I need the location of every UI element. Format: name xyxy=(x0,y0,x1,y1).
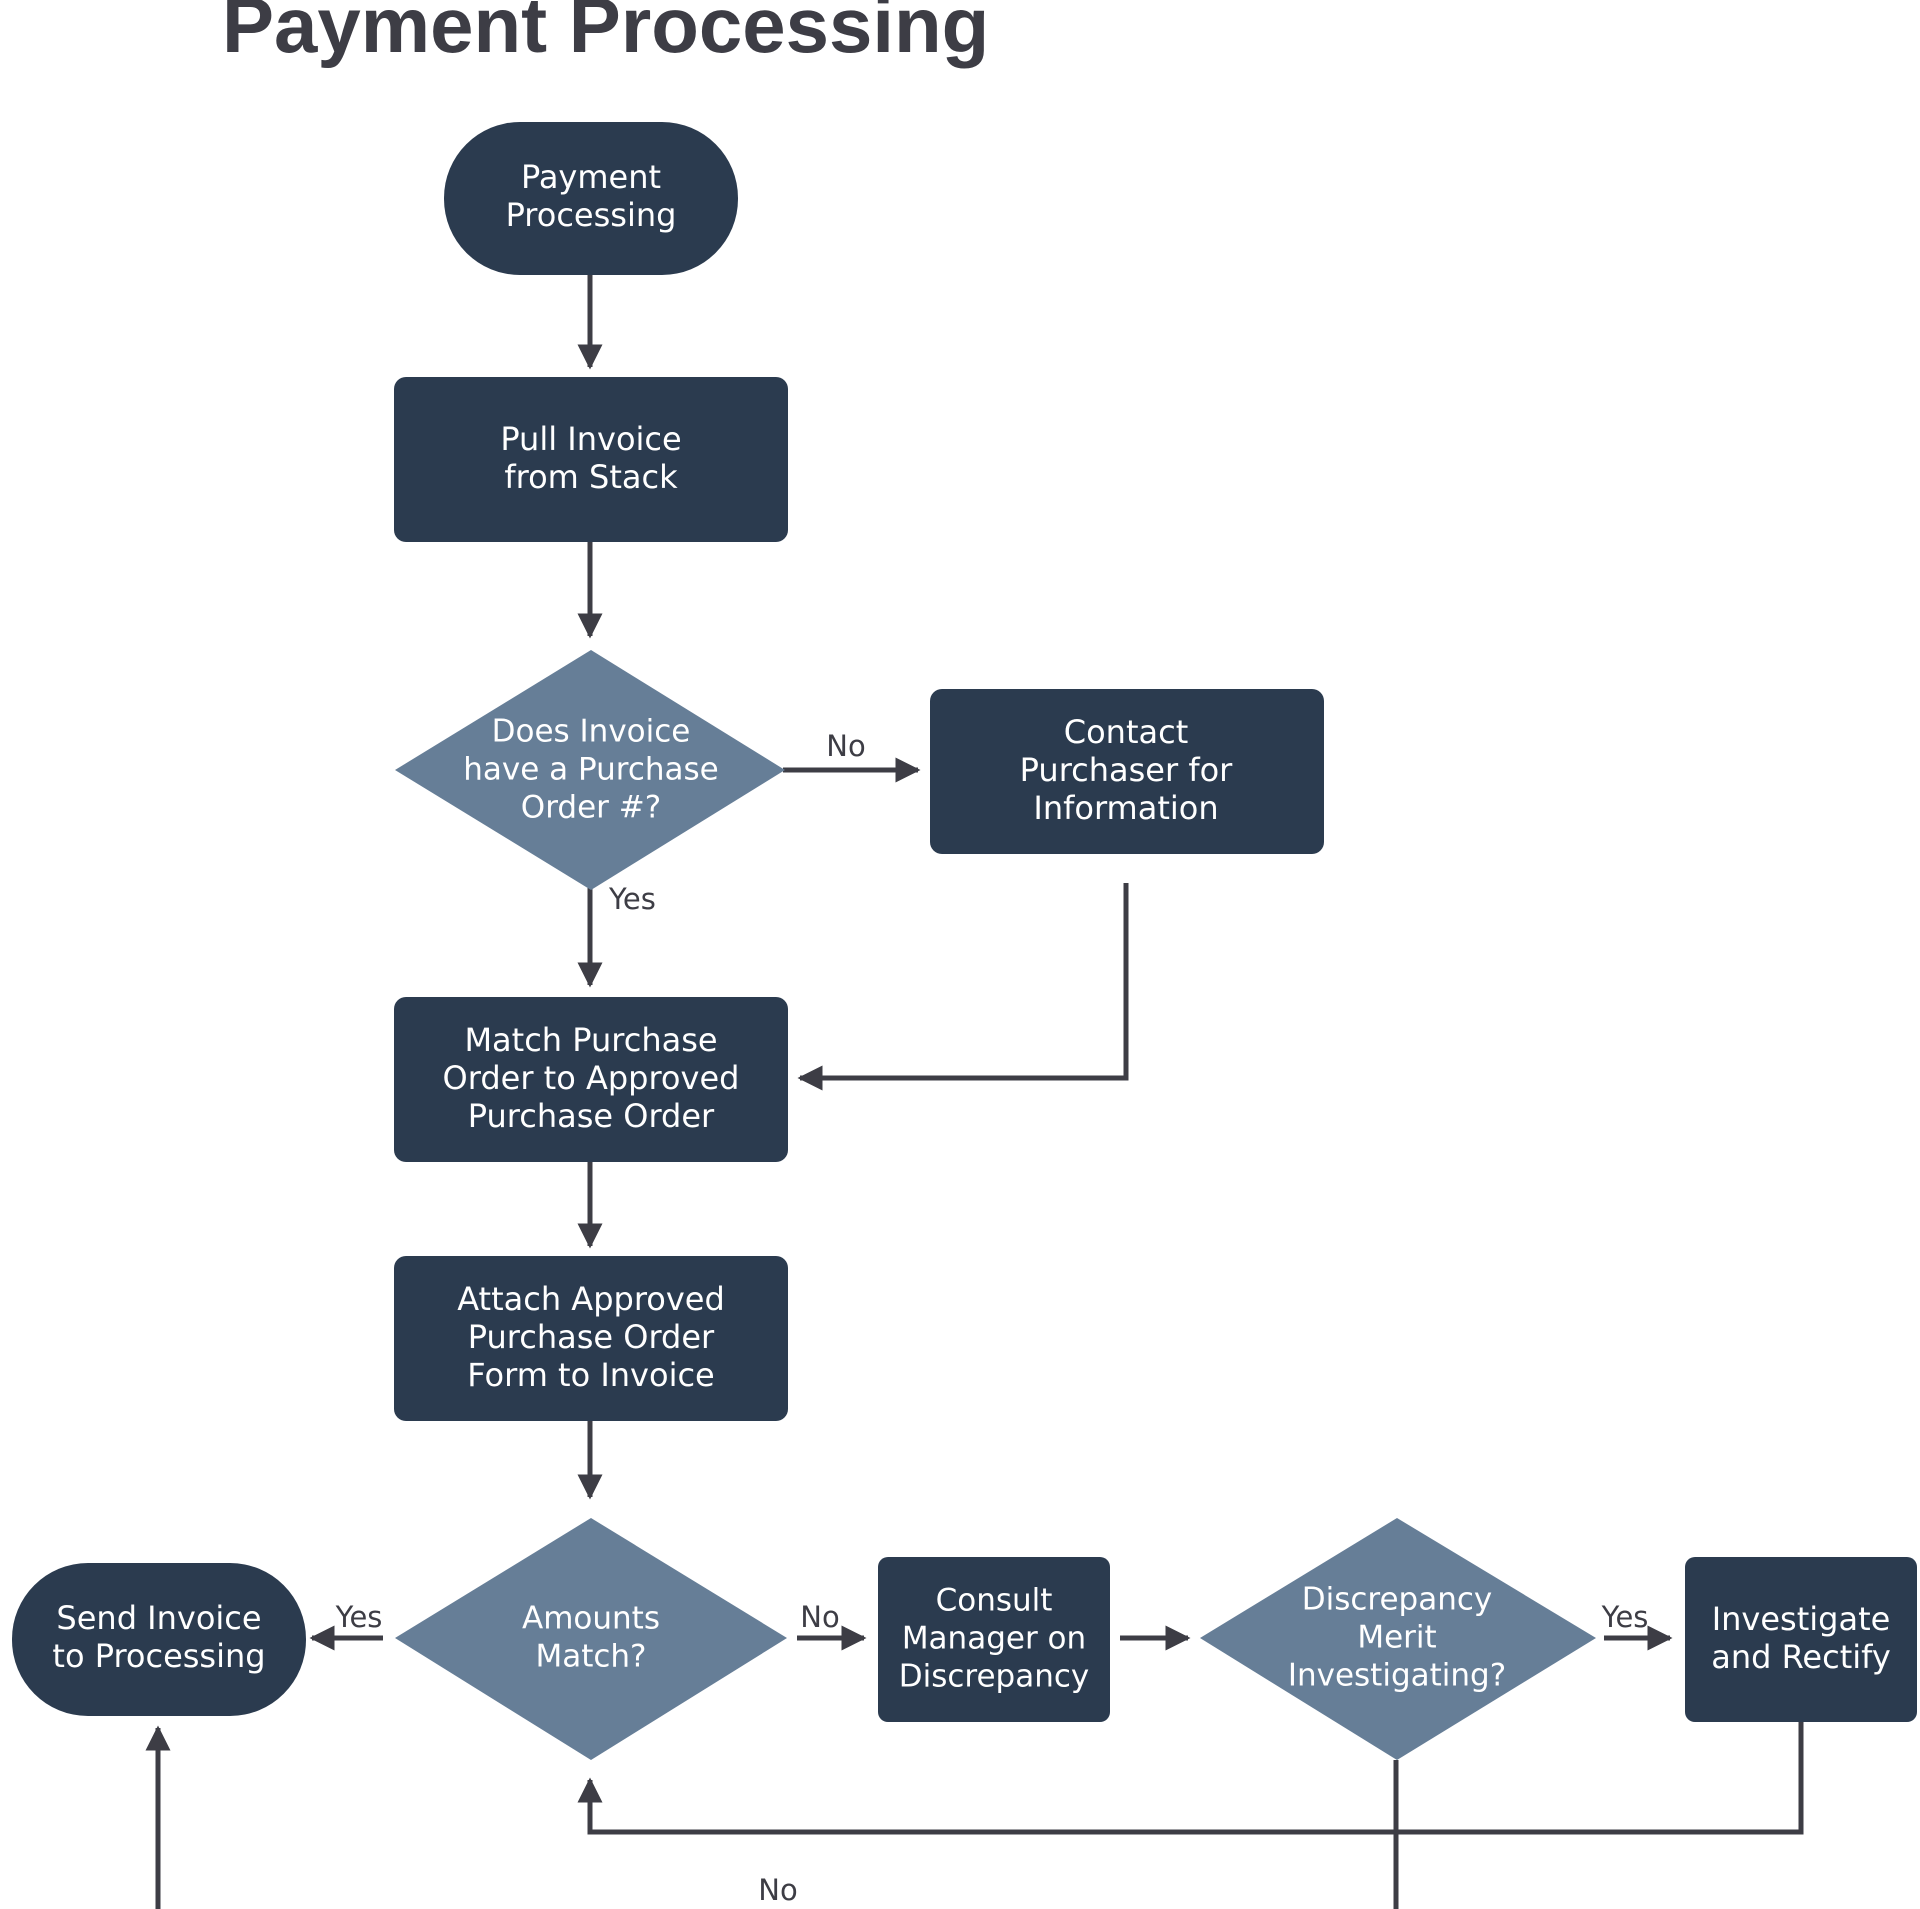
node-label-line: Amounts xyxy=(522,1601,660,1637)
edge-investigate-to-amounts xyxy=(577,1720,1804,1835)
node-label-line: Order to Approved xyxy=(443,1059,740,1097)
node-label-line: Does Invoice xyxy=(492,714,691,750)
node-label-line: Pull Invoice xyxy=(500,420,681,458)
node-label-line: Consult xyxy=(936,1583,1053,1619)
node-label-line: Discrepancy xyxy=(899,1659,1090,1695)
node-label-line: Processing xyxy=(506,196,677,234)
node-label-line: Information xyxy=(1033,789,1218,827)
node-label-line: from Stack xyxy=(504,458,678,496)
node-label-line: Purchase Order xyxy=(468,1097,715,1135)
node-label-line: Form to Invoice xyxy=(467,1356,714,1394)
node-label-line: Match Purchase xyxy=(464,1021,717,1059)
node-label-line: Order #? xyxy=(521,790,661,826)
node-label-line: have a Purchase xyxy=(463,752,719,788)
edge-label-has-po-yes: Yes xyxy=(608,882,656,916)
node-label-line: Payment xyxy=(521,158,661,196)
edge-label-merit-no: No xyxy=(758,1873,797,1907)
edge-label-amounts-yes: Yes xyxy=(335,1600,383,1634)
page-title: Payment Processing xyxy=(222,0,989,69)
edge-label-has-po-no: No xyxy=(826,729,865,763)
node-label-line: Attach Approved xyxy=(457,1280,725,1318)
node-label-line: Investigate xyxy=(1712,1600,1891,1638)
node-label-line: Purchaser for xyxy=(1020,751,1233,789)
node-label-line: and Rectify xyxy=(1711,1638,1891,1676)
edge-contact-to-match xyxy=(797,883,1129,1091)
node-label-line: Investigating? xyxy=(1288,1658,1506,1694)
node-label-line: Send Invoice xyxy=(56,1599,261,1637)
node-label-line: Discrepancy xyxy=(1302,1582,1493,1618)
edge-label-amounts-no: No xyxy=(800,1600,839,1634)
edge-merit-no xyxy=(145,1725,1399,1909)
node-label-line: Manager on xyxy=(902,1621,1086,1657)
node-label-line: Purchase Order xyxy=(468,1318,715,1356)
node-label-line: Match? xyxy=(535,1639,646,1675)
node-label-line: Merit xyxy=(1357,1620,1436,1656)
edge-label-merit-yes: Yes xyxy=(1601,1600,1649,1634)
node-label-line: to Processing xyxy=(52,1637,265,1675)
node-label-line: Contact xyxy=(1064,713,1189,751)
